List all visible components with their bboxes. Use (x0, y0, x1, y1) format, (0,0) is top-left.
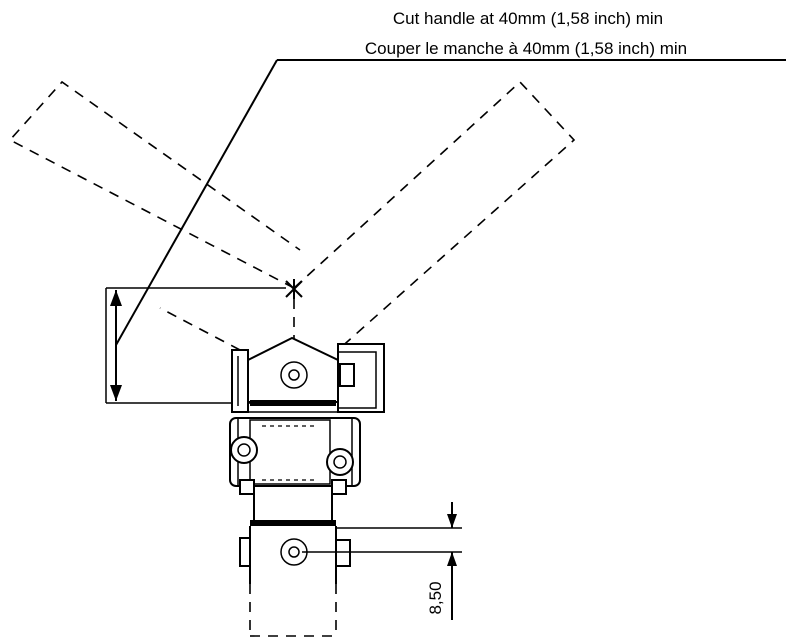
handle-position-left (8, 80, 301, 351)
annotation-english: Cut handle at 40mm (1,58 inch) min (393, 9, 663, 28)
handle-position-right (293, 80, 576, 351)
lower-clamp (239, 520, 351, 637)
instrument-head (231, 336, 385, 413)
height-dimension (105, 287, 286, 404)
annotation-leader (115, 59, 786, 346)
instrument-body (229, 417, 361, 487)
offset-dimension-label: 8,50 (426, 581, 445, 614)
pivot-center-mark (285, 279, 303, 345)
instrument-neck (239, 479, 347, 520)
annotation-french: Couper le manche à 40mm (1,58 inch) min (365, 39, 687, 58)
offset-dimension (302, 502, 462, 620)
